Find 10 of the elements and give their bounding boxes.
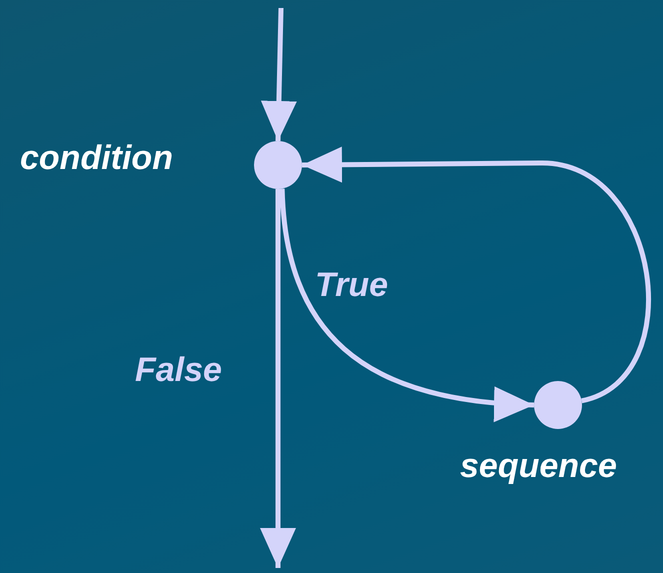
node-caption: condition [20, 141, 173, 175]
edge-label: False [135, 353, 222, 387]
junction-circle [534, 381, 582, 429]
node-caption: sequence [460, 449, 617, 483]
arrow [302, 146, 651, 404]
arrow [260, 8, 297, 142]
arrow [280, 188, 534, 421]
edge-label: True [315, 268, 388, 302]
junction-circle [254, 141, 302, 189]
arrow [260, 189, 296, 568]
